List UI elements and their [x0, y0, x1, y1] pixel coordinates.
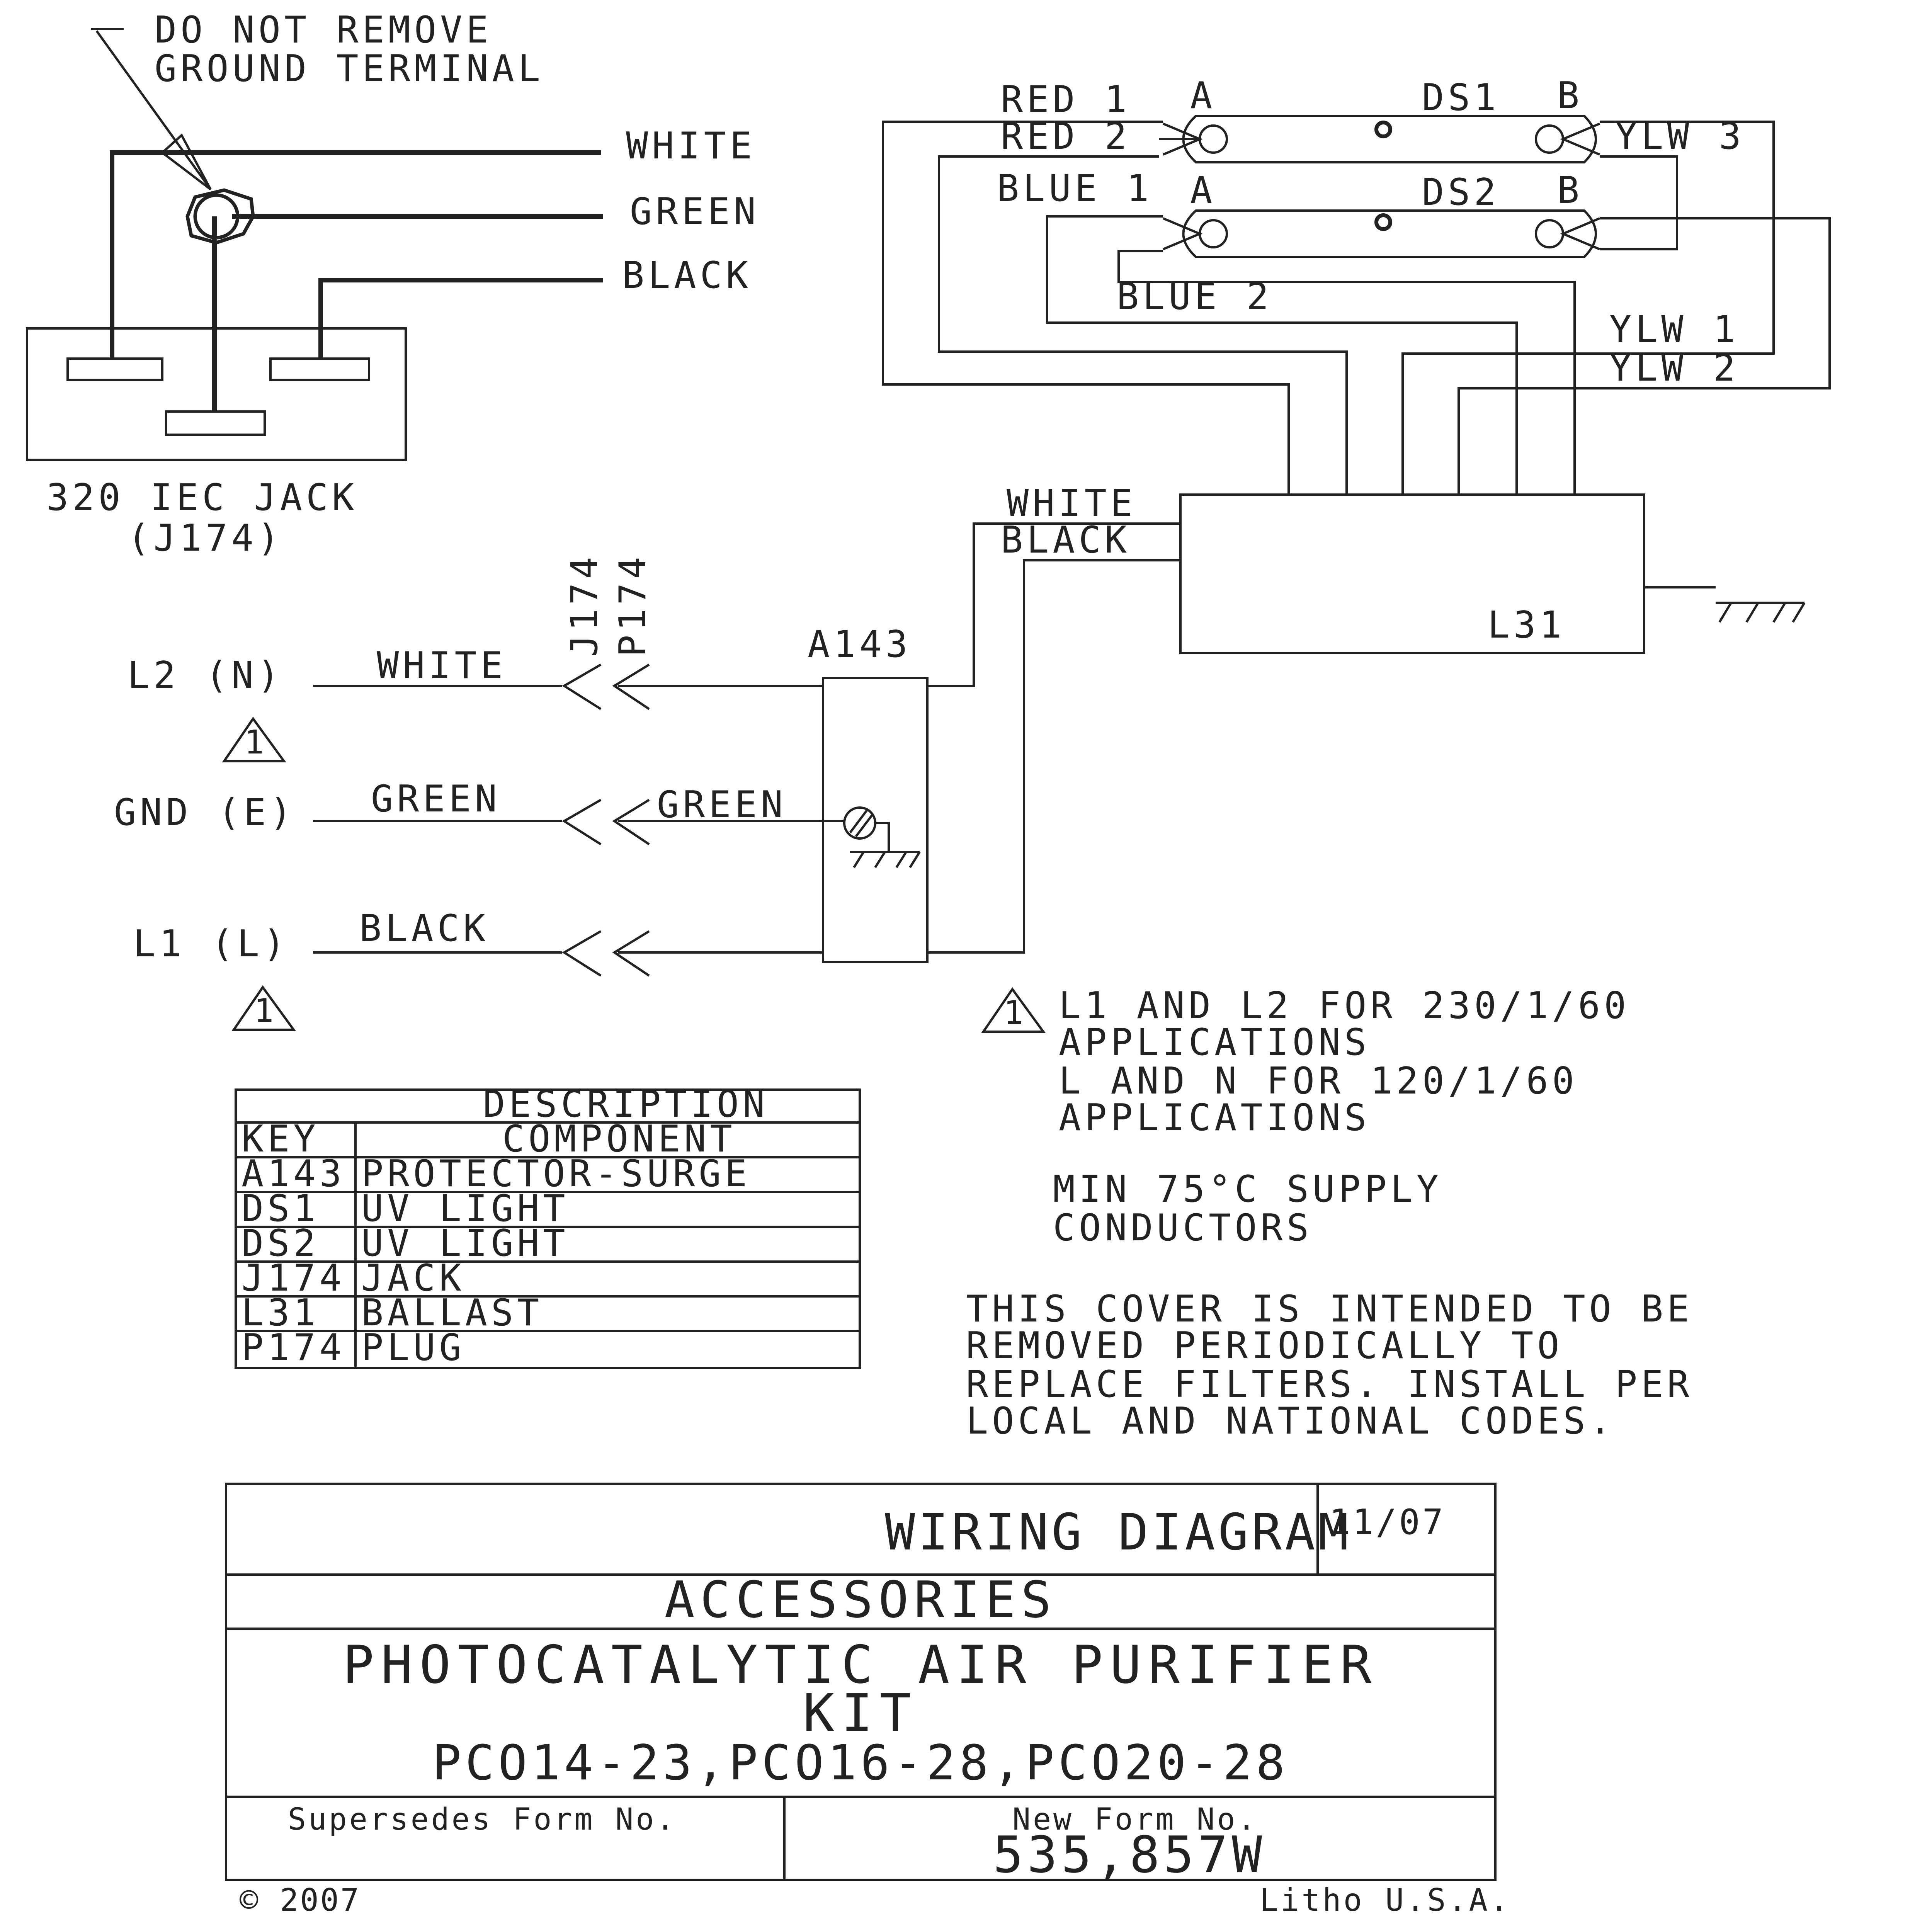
- warning-triangle-icon: 1: [981, 987, 1046, 1033]
- note3-line3: REPLACE FILTERS. INSTALL PER: [966, 1363, 1693, 1406]
- ds1-label: DS1: [1422, 77, 1500, 119]
- legend-header-component: COMPONENT: [502, 1118, 736, 1160]
- legend-key: DS2: [242, 1222, 320, 1265]
- svg-text:1: 1: [254, 992, 276, 1030]
- supply-green-inner-label: GREEN: [657, 784, 787, 826]
- legend-component: PLUG: [361, 1327, 465, 1369]
- supply-black-label: BLACK: [359, 907, 489, 950]
- ballast-label: L31: [1488, 604, 1566, 646]
- ballast-black-label: BLACK: [1001, 519, 1131, 561]
- ds1-terminal-b: B: [1557, 75, 1583, 117]
- note3-line4: LOCAL AND NATIONAL CODES.: [966, 1400, 1615, 1442]
- a143-label: A143: [808, 623, 912, 666]
- ds2-terminal-b: B: [1557, 169, 1583, 212]
- legend-title: DESCRIPTION: [483, 1083, 769, 1126]
- supersedes-label: Supersedes Form No.: [288, 1802, 677, 1837]
- title-block-product-line2: KIT: [803, 1683, 918, 1743]
- note3-line2: REMOVED PERIODICALLY TO: [966, 1325, 1563, 1367]
- legend-key: L31: [242, 1292, 320, 1334]
- title-block-title: WIRING DIAGRAM: [885, 1503, 1352, 1561]
- ds2-label: DS2: [1422, 171, 1500, 214]
- legend-key: A143: [242, 1153, 345, 1195]
- note1-line4: APPLICATIONS: [1059, 1097, 1370, 1139]
- title-block-date: 11/07: [1329, 1502, 1446, 1543]
- new-form-label: New Form No.: [1012, 1802, 1258, 1837]
- wire-blue1-label: BLUE 1: [997, 167, 1153, 210]
- ground-terminal-icon: [185, 188, 255, 245]
- legend-key: J174: [242, 1257, 345, 1299]
- wire-ylw2-label: YLW 2: [1609, 347, 1739, 389]
- note1-line1: L1 AND L2 FOR 230/1/60: [1059, 985, 1630, 1027]
- wire-blue2-label: BLUE 2: [1117, 276, 1272, 318]
- l1-label: L1 (L): [133, 923, 289, 965]
- ds1-terminal-a: A: [1190, 75, 1216, 117]
- warning-triangle-icon: 1: [222, 716, 286, 762]
- gnd-label: GND (E): [114, 791, 296, 834]
- warning-triangle-icon: 1: [231, 985, 296, 1031]
- litho-label: Litho U.S.A.: [1260, 1882, 1511, 1918]
- title-block-category: ACCESSORIES: [665, 1570, 1057, 1629]
- copyright: © 2007: [240, 1882, 361, 1918]
- title-block-models: PCO14-23,PCO16-28,PCO20-28: [432, 1735, 1289, 1791]
- legend-component: JACK: [361, 1257, 465, 1299]
- legend-table: DESCRIPTION KEY COMPONENT A143 PROTECTOR…: [235, 1083, 861, 1369]
- ground-note-line2: GROUND TERMINAL: [155, 48, 544, 90]
- legend-component: UV LIGHT: [361, 1222, 569, 1265]
- jack-wire-black-label: BLACK: [622, 254, 752, 297]
- ground-screw-icon: [843, 806, 921, 868]
- title-block: WIRING DIAGRAM 11/07 ACCESSORIES PHOTOCA…: [225, 1483, 1511, 1918]
- note3-line1: THIS COVER IS INTENDED TO BE: [966, 1288, 1693, 1330]
- wire-red1-label: RED 1: [1001, 78, 1131, 121]
- lamp-wiring: RED 1 RED 2 BLUE 1 BLUE 2 YLW 3 YLW 1 YL…: [882, 78, 1831, 495]
- new-form-number: 535,857W: [993, 1825, 1266, 1884]
- wire-ylw3-label: YLW 3: [1615, 115, 1745, 158]
- legend-component: UV LIGHT: [361, 1187, 569, 1230]
- ballast-white-label: WHITE: [1007, 482, 1136, 525]
- ground-note-line1: DO NOT REMOVE: [155, 9, 492, 51]
- notes: 1 L1 AND L2 FOR 230/1/60 APPLICATIONS L …: [966, 985, 1693, 1442]
- supply-green-label: GREEN: [371, 778, 501, 820]
- note2-line2: CONDUCTORS: [1053, 1207, 1313, 1249]
- svg-text:1: 1: [1003, 994, 1026, 1032]
- legend-key: DS1: [242, 1187, 320, 1230]
- note2-line1: MIN 75°C SUPPLY: [1053, 1168, 1442, 1211]
- p174-label: P174: [612, 553, 654, 657]
- lamp-ds2: A DS2 B: [1162, 169, 1600, 258]
- legend-key: P174: [242, 1327, 345, 1369]
- ground-symbol-icon: [1716, 602, 1806, 623]
- iec-jack: DO NOT REMOVE GROUND TERMINAL WHITE GREE…: [26, 9, 760, 560]
- wire-red2-label: RED 2: [1001, 115, 1131, 158]
- jack-wire-white-label: WHITE: [626, 125, 756, 167]
- supply-white-label: WHITE: [377, 645, 507, 687]
- lamp-ds1: A DS1 B: [1159, 75, 1600, 163]
- legend-header-key: KEY: [242, 1118, 320, 1160]
- supply-wiring: L2 (N) GND (E) L1 (L) WHITE GREEN GREEN …: [114, 553, 844, 1031]
- legend-component: PROTECTOR-SURGE: [361, 1153, 751, 1195]
- surge-protector-a143: A143: [808, 623, 929, 963]
- svg-text:1: 1: [244, 723, 266, 762]
- note1-line3: L AND N FOR 120/1/60: [1059, 1060, 1578, 1102]
- note1-line2: APPLICATIONS: [1059, 1021, 1370, 1064]
- jack-wire-green-label: GREEN: [630, 190, 760, 233]
- ballast-l31: L31 WHITE BLACK: [927, 482, 1806, 954]
- legend-component: BALLAST: [361, 1292, 543, 1334]
- j174-label: J174: [563, 553, 606, 657]
- jack-ref-label: (J174): [128, 517, 283, 560]
- title-block-product: PHOTOCATALYTIC AIR PURIFIER: [343, 1634, 1378, 1695]
- l2-label: L2 (N): [128, 654, 283, 697]
- wire-ylw1-label: YLW 1: [1609, 308, 1739, 351]
- ds2-terminal-a: A: [1190, 169, 1216, 212]
- jack-label: 320 IEC JACK: [46, 476, 358, 519]
